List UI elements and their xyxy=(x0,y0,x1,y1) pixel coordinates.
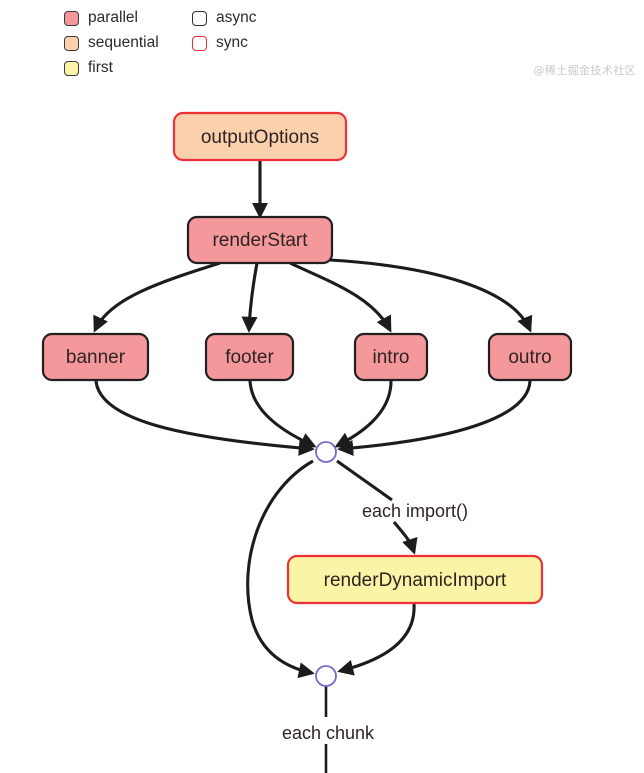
junction-top-node[interactable] xyxy=(315,441,337,463)
edge-intro-junction-top xyxy=(334,380,393,448)
edge-label-each-import: each import() xyxy=(362,501,468,521)
node-label-renderdynamicimport: renderDynamicImport xyxy=(324,570,507,591)
node-label-footer: footer xyxy=(225,347,274,368)
edge-label-each-chunk: each chunk xyxy=(282,723,375,743)
edges xyxy=(93,160,533,773)
edge-labels: each import() each chunk xyxy=(282,501,468,743)
legend-item-first: first xyxy=(64,56,159,80)
node-renderstart[interactable]: renderStart xyxy=(186,215,334,265)
watermark: @稀土掘金技术社区 xyxy=(533,64,636,77)
first-swatch-icon xyxy=(64,60,79,76)
edge-junction-top-renderdynamicimport xyxy=(336,459,393,502)
legend-fill-column: parallel sequential first xyxy=(64,6,159,81)
node-outro[interactable]: outro xyxy=(487,332,573,382)
junctions xyxy=(315,441,337,687)
edge-eachimport-renderdynamicimport xyxy=(392,521,418,555)
node-label-banner: banner xyxy=(66,347,126,368)
node-label-renderstart: renderStart xyxy=(212,230,308,251)
parallel-swatch-icon xyxy=(64,10,79,26)
edge-banner-junction-top xyxy=(94,380,315,456)
edge-footer-junction-top xyxy=(248,380,317,448)
legend-item-sync: sync xyxy=(192,31,257,55)
edge-renderstart-footer xyxy=(241,262,259,333)
legend-item-parallel: parallel xyxy=(64,6,159,30)
async-swatch-icon xyxy=(192,10,207,26)
node-label-intro: intro xyxy=(373,347,410,368)
node-footer[interactable]: footer xyxy=(204,332,295,382)
legend-item-sequential: sequential xyxy=(64,31,159,55)
legend-label-parallel: parallel xyxy=(88,9,138,27)
node-outputoptions[interactable]: outputOptions xyxy=(172,111,348,162)
legend-item-async: async xyxy=(192,6,257,30)
edge-renderdynamicimport-junction-bottom xyxy=(337,603,416,676)
legend-label-sync: sync xyxy=(216,34,248,52)
nodes: outputOptions renderStart banner footer … xyxy=(41,111,573,605)
sync-swatch-icon xyxy=(192,35,207,51)
node-banner[interactable]: banner xyxy=(41,332,150,382)
edge-outro-junction-top xyxy=(337,380,532,456)
node-label-outro: outro xyxy=(508,347,551,368)
legend-label-first: first xyxy=(88,59,113,77)
sequential-swatch-icon xyxy=(64,35,79,51)
node-intro[interactable]: intro xyxy=(353,332,429,382)
node-renderdynamicimport[interactable]: renderDynamicImport xyxy=(286,554,544,605)
legend-label-sequential: sequential xyxy=(88,34,159,52)
junction-bottom-node[interactable] xyxy=(315,665,337,687)
edge-renderstart-intro xyxy=(289,261,392,333)
edge-junction-top-junction-bottom xyxy=(246,459,315,679)
node-label-outputoptions: outputOptions xyxy=(201,127,319,148)
edge-renderstart-outro xyxy=(329,258,533,333)
edge-renderstart-banner xyxy=(93,261,221,333)
legend-label-async: async xyxy=(216,9,257,27)
legend-border-column: async sync xyxy=(192,6,257,56)
